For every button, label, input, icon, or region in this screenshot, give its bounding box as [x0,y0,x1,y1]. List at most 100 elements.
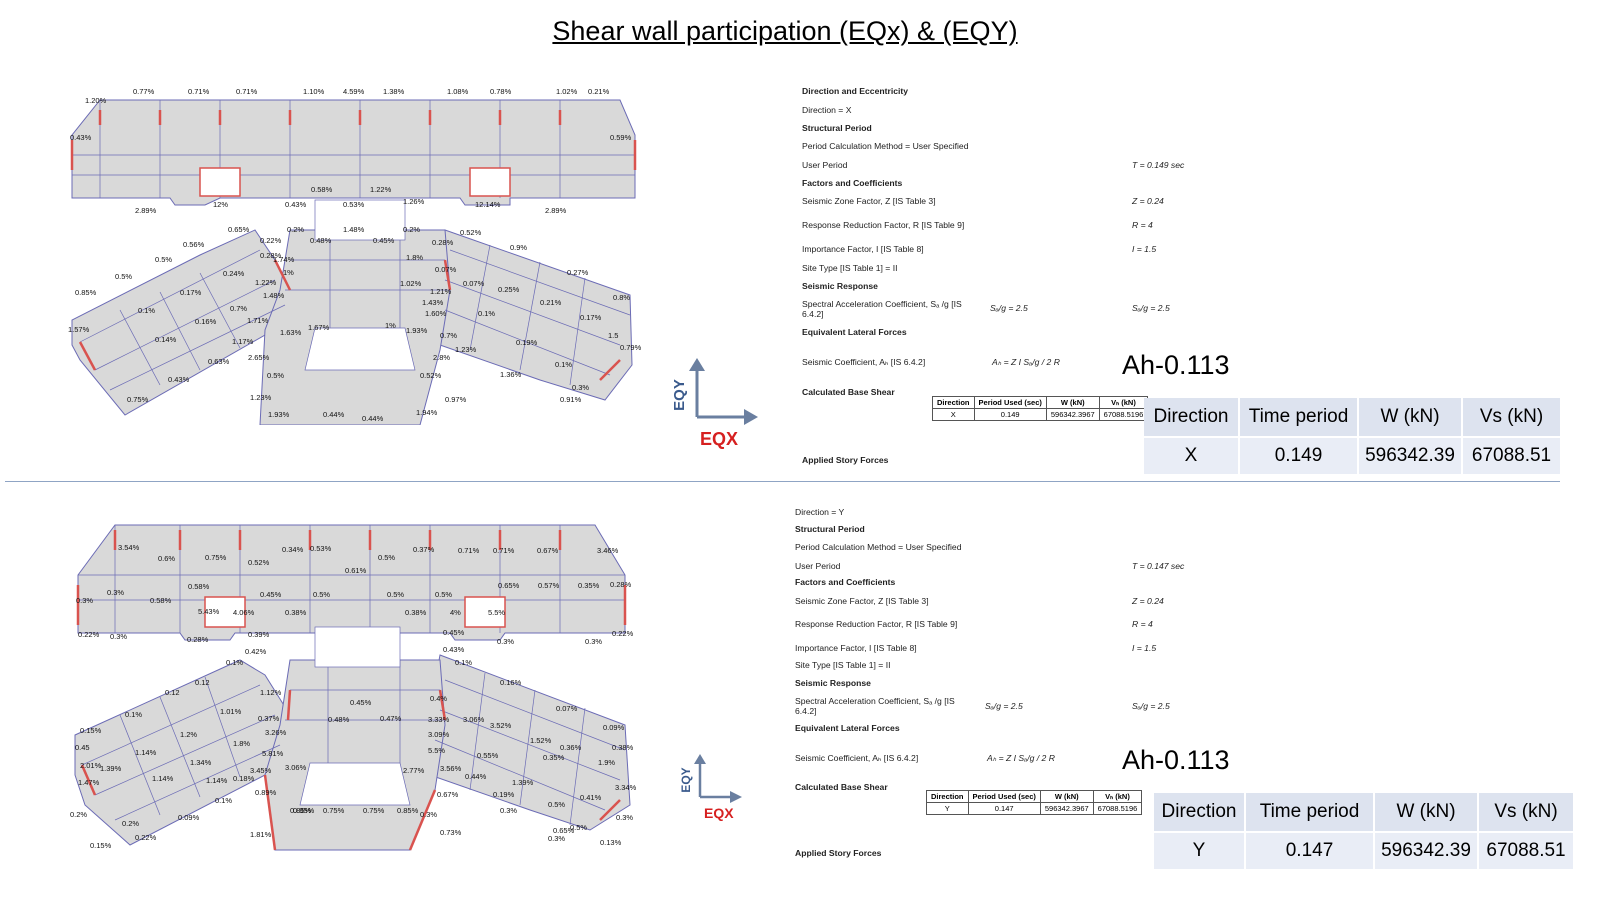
wall-label: 0.71% [188,87,210,96]
wall-label: 0.43% [285,200,307,209]
report-heading: Applied Story Forces [795,848,882,858]
table-header: Period Used (sec) [967,790,1041,803]
wall-label: 0.52% [420,371,442,380]
wall-label: 0.34% [282,545,304,554]
wall-label: 0.5% [548,800,565,809]
wall-label: 0.3% [497,637,514,646]
wall-label: 1.20% [85,96,107,105]
wall-label: 3.46% [597,546,619,555]
wall-label: 0.65% [498,581,520,590]
wall-label: 1.01% [220,707,242,716]
wall-label: 0.28% [187,635,209,644]
wall-label: 1.38% [383,87,405,96]
wall-label: 1.39% [512,778,534,787]
report-line: Direction = Y [795,507,845,517]
report-value: Sₐ/g = 2.5 [1132,303,1170,313]
table-header: Direction [1154,793,1244,831]
table-header: W (kN) [1039,790,1094,803]
report-line: Site Type [IS Table 1] = II [802,263,898,273]
report-heading: Calculated Base Shear [802,387,895,397]
summary-table-x: Direction Time period W (kN) Vs (kN) X 0… [1142,396,1562,476]
table-header: Vs (kN) [1463,398,1560,436]
wall-label: 0.75% [205,553,227,562]
wall-label: 0.79% [620,343,642,352]
base-shear-table: Direction Period Used (sec) W (kN) Vₕ (k… [932,396,1149,421]
wall-label: 1% [385,321,396,330]
wall-label: 1.34% [190,758,212,767]
report-heading: Seismic Response [795,678,871,688]
report-formula: Sₐ/g = 2.5 [985,701,1023,711]
wall-label: 1.8% [406,253,423,262]
wall-label: 0.43% [70,133,92,142]
table-header: Vs (kN) [1479,793,1573,831]
wall-label: 0.3% [76,596,93,605]
report-line: Spectral Acceleration Coefficient, Sₐ /g… [802,299,962,319]
wall-label: 5.5% [488,608,505,617]
wall-label: 4.06% [233,608,255,617]
wall-label: 1.22% [255,278,277,287]
wall-label: 0.61% [345,566,367,575]
report-heading: Equivalent Lateral Forces [795,723,900,733]
wall-label: 0.2% [403,225,420,234]
wall-label: 1.48% [343,225,365,234]
table-cell: 596342.3967 [1039,802,1094,815]
wall-label: 0.3% [585,637,602,646]
wall-label: 0.3% [548,834,565,843]
wall-label: 5.43% [198,607,220,616]
wall-label: 1.39% [100,764,122,773]
wall-label: 0.75% [363,806,385,815]
wall-label: 0.3% [616,813,633,822]
wall-label: 3.06% [463,715,485,724]
report-line: Seismic Coefficient, Aₕ [IS 6.4.2] [802,357,926,367]
wall-label: 0.85% [397,806,419,815]
wall-label: 3.06% [285,763,307,772]
wall-label: 0.2% [122,819,139,828]
wall-label: 1.81% [250,830,272,839]
wall-label: 0.28% [610,580,632,589]
report-line: Importance Factor, I [IS Table 8] [795,643,917,653]
wall-label: 0.85% [75,288,97,297]
wall-label: 1.22% [370,185,392,194]
wall-label: 3.34% [615,783,637,792]
wall-label: 0.09% [178,813,200,822]
wall-label: 0.38% [285,608,307,617]
wall-label: 0.73% [440,828,462,837]
report-heading: Factors and Coefficients [795,577,896,587]
wall-label: 0.52% [248,558,270,567]
wall-label: 1.43% [422,298,444,307]
wall-label: 0.14% [155,335,177,344]
wall-label: 1.02% [556,87,578,96]
wall-label: 0.28% [260,251,282,260]
table-header: W (kN) [1359,398,1461,436]
wall-label: 1.23% [250,393,272,402]
wall-label: 0.22% [612,629,634,638]
wall-label: 3.52% [490,721,512,730]
table-cell: 67088.5196 [1092,802,1143,815]
eqy-label: EQY [679,767,693,792]
wall-label: 1.52% [530,736,552,745]
wall-label: 0.57% [538,581,560,590]
wall-label: 3.33% [428,715,450,724]
wall-label: 0.24% [223,269,245,278]
report-heading: Equivalent Lateral Forces [802,327,907,337]
wall-label: 0.41% [580,793,602,802]
wall-label: 0.3% [110,632,127,641]
wall-label: 0.3% [107,588,124,597]
wall-label: 0.16% [195,317,217,326]
wall-label: 0.5% [313,590,330,599]
wall-label: 0.39% [248,630,270,639]
wall-label: 0.07% [556,704,578,713]
wall-label: 1.60% [425,309,447,318]
wall-label: 0.42% [245,647,267,656]
report-heading: Structural Period [795,524,865,534]
table-cell: X [1144,438,1238,474]
wall-label: 0.71% [236,87,258,96]
wall-label: 0.28% [432,238,454,247]
report-line: Direction = X [802,105,852,115]
wall-label: 0.9% [510,243,527,252]
report-heading: Applied Story Forces [802,455,889,465]
report-value: T = 0.149 sec [1132,160,1185,170]
wall-label: 2.77% [403,766,425,775]
wall-label: 0.13% [600,838,622,847]
axis-indicator-top: EQY EQX [671,358,758,449]
